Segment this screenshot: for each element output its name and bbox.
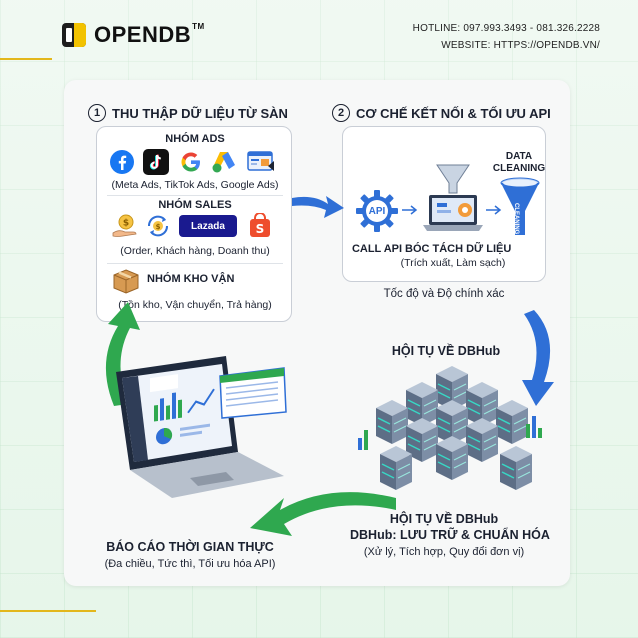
diagram-card: 1 THU THẬP DỮ LIỆU TỪ SÀN NHÓM ADS (Meta…	[64, 80, 570, 586]
website-text: WEBSITE: HTTPS://OPENDB.VN/	[441, 40, 600, 51]
ads-divider	[107, 195, 283, 196]
report-title: BÁO CÁO THỜI GIAN THỰC	[106, 540, 274, 554]
api-badge-text: API	[368, 205, 386, 217]
gold-accent-bottom	[0, 610, 96, 612]
svg-text:$: $	[156, 223, 161, 231]
call-api-label: CALL API	[351, 243, 403, 255]
tiktok-icon	[143, 149, 169, 175]
report-caption: (Đa chiều, Tức thì, Tối ưu hóa API)	[104, 558, 276, 570]
svg-text:S: S	[256, 222, 265, 236]
lazada-icon: Lazada	[179, 215, 237, 237]
hub-bottom-caption: (Xử lý, Tích hợp, Quy đổi đơn vị)	[363, 546, 525, 558]
brand-name: OPENDBTM	[94, 22, 205, 47]
section2-number: 2	[332, 104, 350, 122]
google-icon	[177, 149, 205, 175]
realtime-dashboard-laptop-icon	[116, 356, 287, 498]
flow-arrow-collect-to-api	[292, 196, 344, 218]
extract-data-caption: (Trích xuất, Làm sạch)	[400, 257, 506, 269]
hub-bottom-title-1: HỘI TỤ VỀ DBHub	[389, 512, 499, 526]
api-gear-icon: API	[355, 189, 399, 233]
api-mechanism-panel: API CALL API BÓC TÁCH DỮ LIỆU (Trích xuấ…	[342, 126, 546, 282]
gold-accent-top	[0, 58, 52, 60]
data-cleaning-title-2: CLEANING	[492, 163, 546, 174]
extract-data-title: BÓC TÁCH DỮ LIỆU	[405, 243, 512, 255]
opendb-logo-icon	[62, 23, 86, 47]
lazada-label: Lazada	[191, 220, 225, 232]
shopee-icon: S	[247, 213, 273, 239]
ads-group-caption: (Meta Ads, TikTok Ads, Google Ads)	[111, 179, 279, 191]
sales-group-title: NHÓM SALES	[158, 199, 232, 211]
hotline-text: HOTLINE: 097.993.3493 - 081.326.2228	[412, 23, 600, 34]
data-sources-panel: NHÓM ADS (Meta Ads, TikTok Ads, Google A…	[96, 126, 292, 322]
section2-title: 2 CƠ CHẾ KẾT NỐI & TỐI ƯU API	[332, 104, 551, 122]
facebook-icon	[109, 149, 135, 175]
box-icon	[111, 267, 141, 295]
data-cleaning-title-1: DATA	[505, 151, 533, 162]
section1-number: 1	[88, 104, 106, 122]
sales-group-caption: (Order, Khách hàng, Doanh thu)	[120, 245, 270, 257]
ads-group-title: NHÓM ADS	[165, 133, 225, 145]
cleaning-funnel-icon: CLEANING	[499, 177, 541, 239]
flow-arrow-report-to-collect	[105, 302, 140, 406]
section1-title-text: THU THẬP DỮ LIỆU TỪ SÀN	[112, 105, 288, 121]
arrow-right-icon	[401, 203, 419, 217]
section2-footer: Tốc độ và Độ chính xác	[383, 288, 505, 300]
logistics-group-title: NHÓM KHO VẬN	[147, 273, 235, 285]
brand-logo[interactable]: OPENDBTM	[62, 22, 205, 48]
payment-cycle-icon: $	[143, 213, 173, 239]
arrow-right-icon-2	[485, 203, 503, 217]
logistics-group-caption: (Tồn kho, Vận chuyển, Trả hàng)	[118, 299, 272, 311]
sales-divider	[107, 263, 283, 264]
section1-title: 1 THU THẬP DỮ LIỆU TỪ SÀN	[88, 104, 288, 122]
hub-bottom-title-2: DBHub: LƯU TRỮ & CHUẨN HÓA	[350, 528, 550, 542]
laptop-funnel-icon	[421, 163, 485, 235]
cleaning-funnel-label: CLEANING	[513, 203, 519, 235]
contact-info: HOTLINE: 097.993.3493 - 081.326.2228 WEB…	[413, 20, 600, 54]
dbhub-server-cluster-icon	[358, 366, 542, 491]
flow-arrow-hub-to-report	[250, 492, 396, 536]
flow-arrow-api-to-hub	[522, 310, 554, 406]
google-ads-icon	[209, 149, 239, 175]
hub-top-label: HỘI TỤ VỀ DBHub	[391, 344, 501, 358]
section2-title-text: CƠ CHẾ KẾT NỐI & TỐI ƯU API	[356, 105, 551, 121]
svg-text:$: $	[123, 219, 129, 229]
money-hand-icon: $	[111, 213, 141, 239]
ads-dashboard-icon	[245, 149, 277, 175]
